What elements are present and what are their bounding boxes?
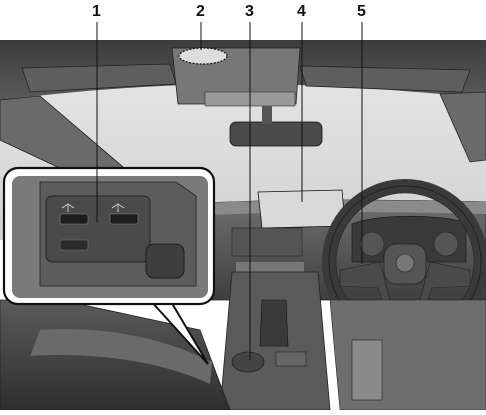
console-buttons — [275, 351, 307, 367]
usb-inset — [12, 176, 208, 298]
climate-panel — [236, 262, 304, 272]
overhead-microphone-highlight — [178, 47, 228, 65]
usb-icon-left — [61, 203, 75, 212]
center-vents — [231, 227, 303, 257]
rear-view-mirror — [229, 121, 323, 147]
callout-number-2: 2 — [196, 3, 205, 20]
leader-lines — [96, 22, 363, 360]
usb-icon-right — [111, 203, 125, 212]
usb-port-panel — [45, 195, 151, 263]
callout-number-1: 1 — [92, 3, 101, 20]
mirror-stem — [262, 106, 272, 124]
pedal — [351, 339, 383, 401]
callout-number-4: 4 — [297, 3, 306, 20]
commander-knob — [231, 351, 265, 373]
usb-port-right — [109, 213, 139, 225]
seat-bolster — [30, 329, 212, 384]
gauge-right — [433, 231, 459, 257]
aux-port — [59, 239, 89, 251]
a-pillar-right — [439, 91, 486, 163]
shift-lever — [259, 299, 289, 347]
callout-number-5: 5 — [357, 3, 366, 20]
usb-port-left — [59, 213, 89, 225]
sun-visor-right — [299, 65, 471, 93]
gauge-left — [359, 231, 385, 257]
power-outlet — [145, 243, 185, 279]
callout-number-3: 3 — [245, 3, 254, 20]
